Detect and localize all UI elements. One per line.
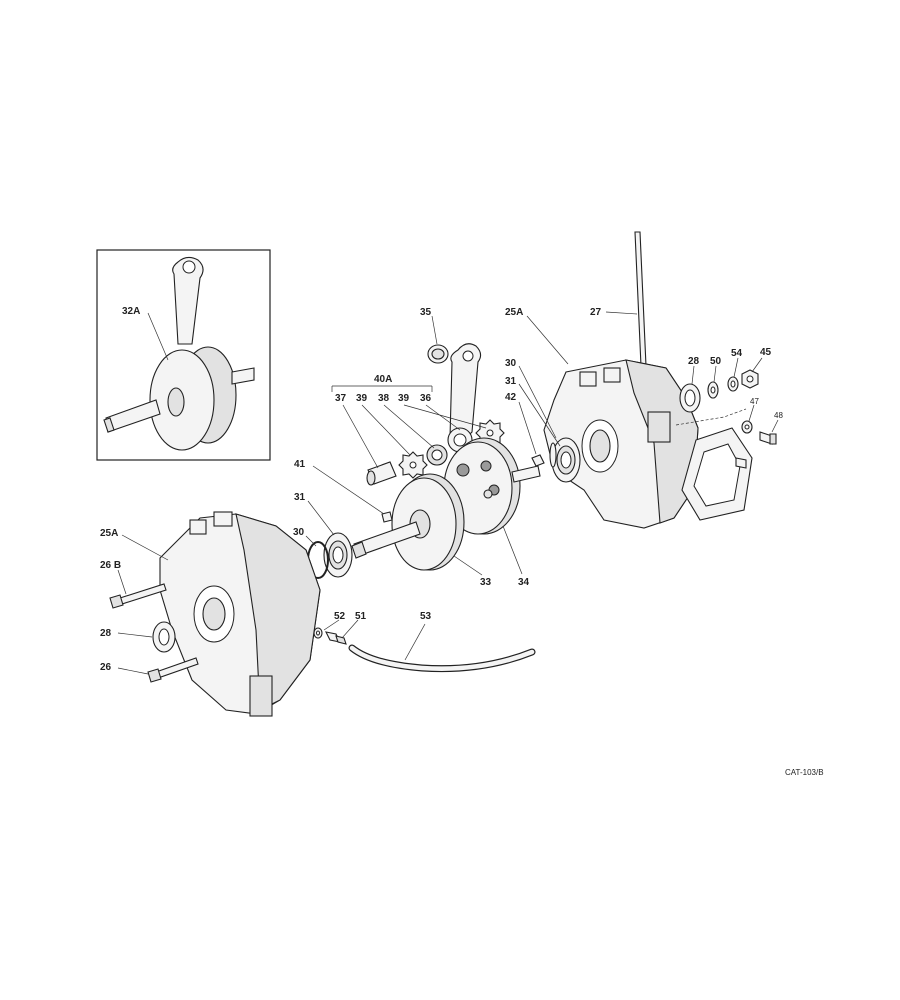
leader-32A [147, 312, 169, 361]
part-25A-left-crankcase: 25A [100, 511, 321, 717]
callout-50: 50 [710, 356, 722, 367]
part-47-washer: 47 [741, 397, 759, 434]
part-52-washer: 52 [313, 611, 346, 639]
callout-26: 26 [100, 662, 112, 673]
callout-53: 53 [420, 611, 432, 622]
part-48-screw: 48 [759, 411, 783, 445]
part-28-left-seal: 28 [100, 621, 176, 653]
callout-51: 51 [355, 611, 367, 622]
callout-39-b: 39 [398, 393, 410, 404]
callout-52: 52 [334, 611, 346, 622]
callout-41: 41 [294, 459, 306, 470]
part-35-needle-cage: 35 [420, 307, 449, 364]
callout-47: 47 [750, 397, 759, 406]
small-screw-icon [735, 457, 747, 469]
callout-28-right: 28 [688, 356, 700, 367]
part-36-connecting-rod [447, 343, 482, 453]
callout-25A-top: 25A [505, 307, 523, 318]
callout-25A-left: 25A [100, 528, 118, 539]
callout-28-left: 28 [100, 628, 112, 639]
callout-54: 54 [731, 348, 743, 359]
part-50-washer: 50 [707, 356, 722, 399]
callout-group-40A: 40A 37 39 38 39 36 [331, 374, 487, 469]
part-25A-right-crankcase: 25A [505, 307, 699, 529]
callout-40A: 40A [374, 374, 392, 385]
part-30-31-right-bearing: 30 31 [505, 358, 581, 483]
callout-37: 37 [335, 393, 347, 404]
callout-27: 27 [590, 307, 602, 318]
callout-31-right: 31 [505, 376, 517, 387]
callout-30-left: 30 [293, 527, 305, 538]
callout-38: 38 [378, 393, 390, 404]
callout-26B: 26 B [100, 560, 121, 571]
part-54-washer: 54 [727, 348, 743, 392]
part-31-left-bearing: 31 [294, 492, 353, 578]
part-33-crank-web: 33 [351, 473, 492, 588]
part-53-hose: 53 [348, 611, 536, 673]
part-26B-screw: 26 B [100, 560, 167, 609]
cover-plate [681, 427, 753, 521]
callout-39-a: 39 [356, 393, 368, 404]
leader-25A-left [121, 534, 169, 561]
callout-33: 33 [480, 577, 492, 588]
callout-45: 45 [760, 347, 772, 358]
callout-42: 42 [505, 392, 517, 403]
part-26-screw: 26 [100, 657, 199, 683]
callout-36: 36 [420, 393, 432, 404]
leader-25A-top [526, 315, 569, 365]
part-45-nut: 45 [741, 347, 772, 389]
part-28-right-seal: 28 [679, 356, 701, 413]
catalog-reference: CAT-103/B [785, 768, 824, 777]
inset-crankshaft-assembly: 32A [96, 249, 271, 461]
part-38-needle-bearing [426, 444, 448, 466]
callout-30-right: 30 [505, 358, 517, 369]
callout-31-left: 31 [294, 492, 306, 503]
part-37-crank-pin [366, 461, 397, 486]
callout-34: 34 [518, 577, 530, 588]
callout-35: 35 [420, 307, 432, 318]
part-51-fitting: 51 [325, 611, 367, 645]
part-27-stud: 27 [590, 231, 647, 367]
callout-48: 48 [774, 411, 783, 420]
part-42-key: 42 [505, 392, 545, 467]
part-41-pin: 41 [294, 459, 393, 523]
callout-32A: 32A [122, 306, 140, 317]
part-39-thrust-washer-left [398, 451, 428, 479]
